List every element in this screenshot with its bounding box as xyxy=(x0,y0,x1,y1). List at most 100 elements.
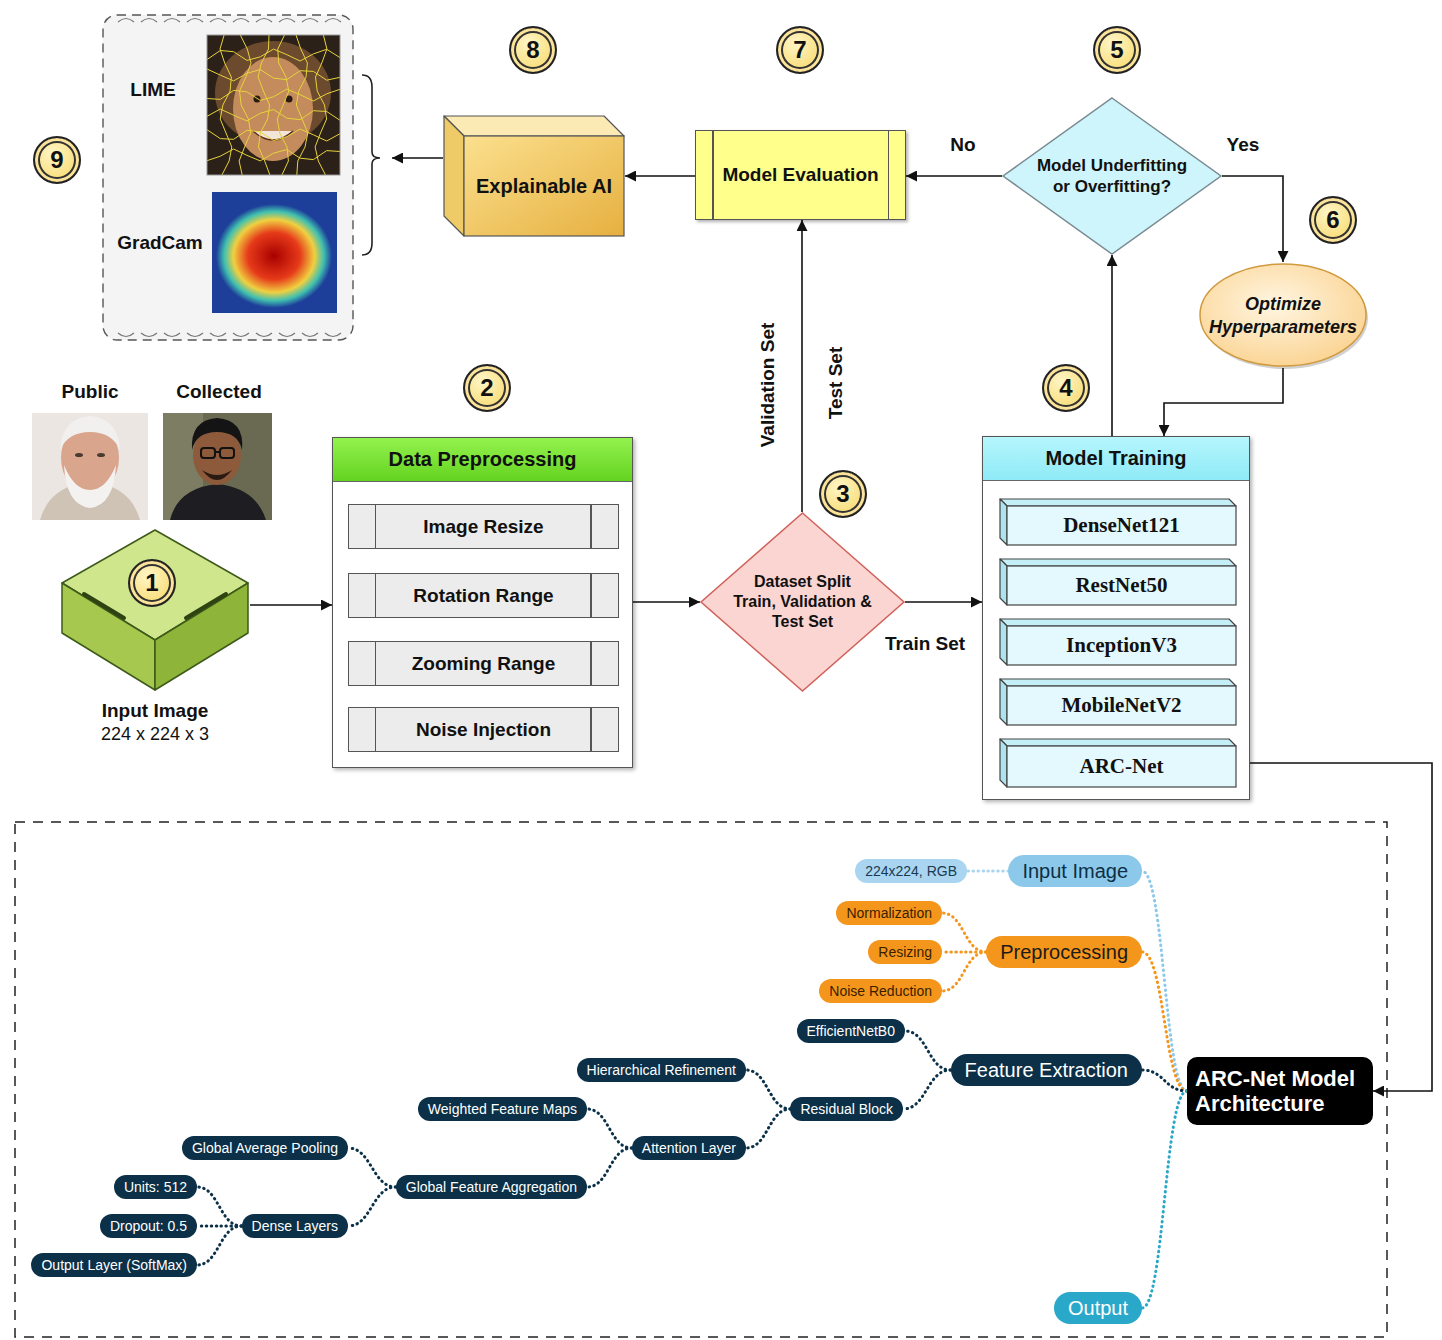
diamond-label: Dataset Split Train, Validation & Test S… xyxy=(732,572,874,632)
diamond-outline xyxy=(701,513,904,691)
edge-label: Validation Set xyxy=(757,320,780,451)
cube-front-face xyxy=(464,136,624,236)
mindmap-label: Output Layer (SoftMax) xyxy=(41,1256,187,1274)
mindmap-node: Dropout: 0.5 xyxy=(100,1214,197,1238)
mindmap-node: Output xyxy=(1054,1292,1142,1324)
optimize-ellipse: Optimize Hyperparameters xyxy=(1198,262,1368,368)
photo-hair xyxy=(192,418,242,450)
cube-front-face xyxy=(1007,506,1236,545)
box-label: Zooming Range xyxy=(412,652,556,675)
mindmap-node: Hierarchical Refinement xyxy=(577,1058,746,1082)
input-title: Input Image xyxy=(102,700,209,723)
panel-scallop xyxy=(118,19,134,23)
lime-superpixel-line xyxy=(296,35,308,175)
connector xyxy=(348,1187,396,1226)
decision-diamond: Model Underfitting or Overfitting? xyxy=(1002,97,1222,255)
step-box: Rotation Range xyxy=(348,573,619,618)
cube-side-face xyxy=(1000,679,1007,725)
box-label: Noise Injection xyxy=(416,718,551,741)
box-label: Image Resize xyxy=(423,515,543,538)
panel-scallop xyxy=(164,333,180,337)
text-label: Collected xyxy=(173,381,265,404)
photo-beard xyxy=(64,465,116,508)
gradcam-heat xyxy=(216,204,332,308)
callout-number: 1 xyxy=(128,559,176,607)
mindmap-label: Feature Extraction xyxy=(965,1057,1128,1083)
mindmap-label: Global Feature Aggregation xyxy=(406,1178,577,1196)
panel-scallop xyxy=(302,333,318,337)
diamond-label: Model Underfitting or Overfitting? xyxy=(1030,155,1195,198)
stage-container: Model TrainingDenseNet121RestNet50Incept… xyxy=(982,436,1250,800)
mindmap-label: EfficientNetB0 xyxy=(807,1022,895,1040)
model-label: ARC-Net xyxy=(1080,754,1164,779)
photo-glasses xyxy=(220,448,234,458)
lime-superpixel-line xyxy=(207,49,340,61)
mindmap-node: Residual Block xyxy=(790,1097,903,1121)
mindmap-label: Units: 512 xyxy=(124,1178,187,1196)
panel-label: GradCam xyxy=(117,232,203,255)
connector xyxy=(1142,871,1187,1091)
photo-glasses xyxy=(201,448,215,458)
callout-number: 6 xyxy=(1309,196,1357,244)
connector xyxy=(967,870,1008,873)
panel-scallop xyxy=(187,333,203,337)
ellipse-label: Optimize Hyperparameters xyxy=(1203,293,1363,338)
mindmap-node: Preprocessing xyxy=(986,936,1142,968)
photo-background xyxy=(32,413,148,520)
explainable-ai-box: Explainable AI xyxy=(443,115,625,237)
mindmap-node: Global Feature Aggregation xyxy=(396,1175,587,1199)
callout-number: 3 xyxy=(819,470,867,518)
mindmap-label: Noise Reduction xyxy=(829,982,932,1000)
connector xyxy=(746,1109,790,1148)
mindmap-label: Dropout: 0.5 xyxy=(110,1217,187,1235)
connector xyxy=(1164,368,1283,436)
connector xyxy=(1111,255,1113,436)
panel-scallop xyxy=(233,333,249,337)
diamond-shape xyxy=(1002,97,1222,255)
stage-container: Data PreprocessingImage ResizeRotation R… xyxy=(332,437,633,768)
step-box: Image Resize xyxy=(348,504,619,549)
panel-scallop xyxy=(141,333,157,337)
mindmap-node: 224x224, RGB xyxy=(855,859,967,883)
callout-number: 7 xyxy=(776,26,824,74)
panel-scallop xyxy=(256,19,272,23)
lime-smile xyxy=(253,131,293,140)
mindmap-node: Input Image xyxy=(1008,855,1142,887)
cube-top-face xyxy=(1000,499,1236,506)
connector xyxy=(905,1031,951,1070)
panel-scallop xyxy=(279,19,295,23)
step-box: Noise Injection xyxy=(348,707,619,752)
connector xyxy=(197,1187,242,1226)
mindmap-label: 224x224, RGB xyxy=(865,862,957,880)
mindmap-label: Output xyxy=(1068,1295,1128,1321)
cube-top-face xyxy=(1000,619,1236,626)
panel-scallop xyxy=(279,333,295,337)
mindmap-node: Global Average Pooling xyxy=(182,1136,348,1160)
model-label: DenseNet121 xyxy=(1063,513,1180,538)
architecture-root: ARC-Net Model Architecture xyxy=(1187,1057,1373,1125)
connector xyxy=(906,175,1002,177)
photo-glasses-bridge xyxy=(215,451,220,453)
callout-number: 8 xyxy=(509,26,557,74)
mindmap-label: Residual Block xyxy=(800,1100,893,1118)
mindmap-label: Global Average Pooling xyxy=(192,1139,338,1157)
mindmap-node: Noise Reduction xyxy=(819,979,942,1003)
cube-side-face xyxy=(1000,559,1007,605)
connector xyxy=(801,220,803,512)
model-box: ARC-Net xyxy=(999,738,1237,788)
cube-side-face xyxy=(1000,499,1007,545)
model-box: InceptionV3 xyxy=(999,618,1237,666)
cube-top-face xyxy=(1000,679,1236,686)
collected-photo xyxy=(163,413,272,520)
process-box: Model Evaluation xyxy=(695,130,906,220)
connector xyxy=(1142,1091,1187,1308)
mindmap-label: Attention Layer xyxy=(642,1139,736,1157)
model-label: RestNet50 xyxy=(1075,573,1167,598)
lime-superpixel-line xyxy=(315,35,327,175)
mindmap-label: Preprocessing xyxy=(1000,939,1128,965)
mindmap-label: Hierarchical Refinement xyxy=(587,1061,736,1079)
model-box: MobileNetV2 xyxy=(999,678,1237,726)
panel-outline xyxy=(103,15,353,340)
container-header: Model Training xyxy=(983,437,1249,481)
callout-number: 5 xyxy=(1093,26,1141,74)
